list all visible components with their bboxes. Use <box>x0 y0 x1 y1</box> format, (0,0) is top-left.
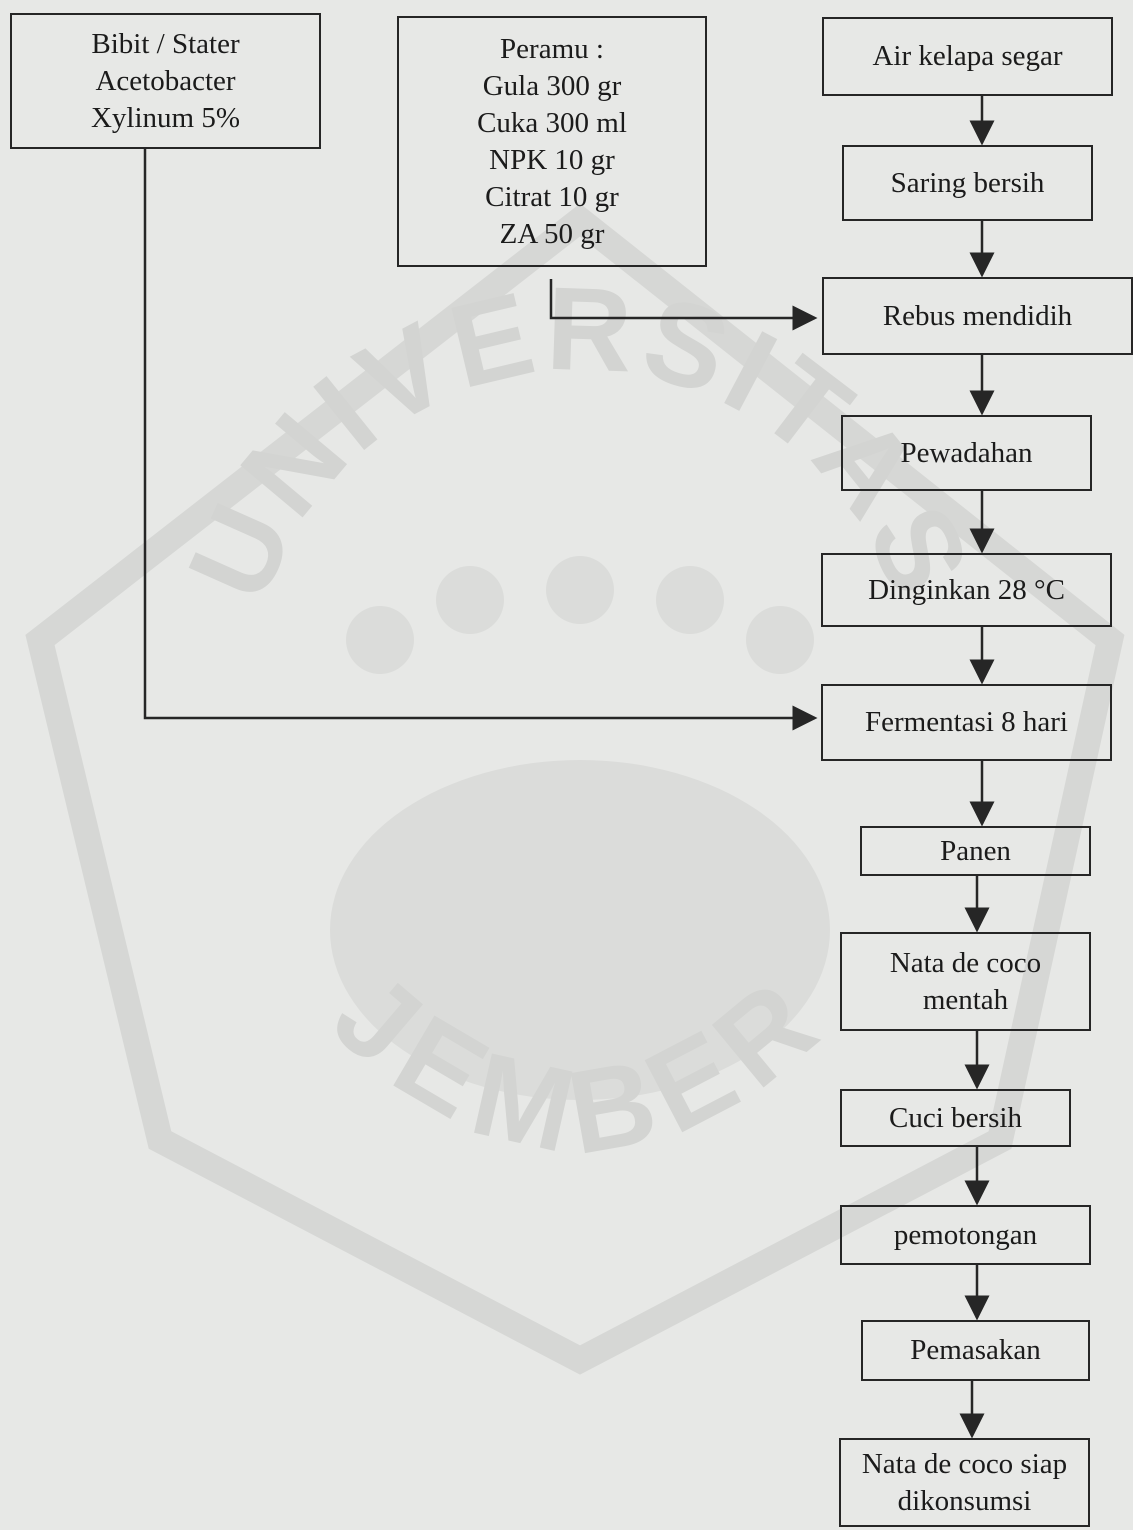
step-label: pemotongan <box>893 1218 1038 1251</box>
step-air-kelapa-segar: Air kelapa segar <box>822 17 1113 96</box>
step-label-line-1: Nata de coco <box>889 946 1042 979</box>
ingredients-line-5: Citrat 10 gr <box>485 180 619 213</box>
step-label: Rebus mendidih <box>882 299 1073 332</box>
step-panen: Panen <box>860 826 1091 876</box>
step-pemasakan: Pemasakan <box>861 1320 1090 1381</box>
step-fermentasi: Fermentasi 8 hari <box>821 684 1112 761</box>
ingredients-line-2: Gula 300 gr <box>482 69 622 102</box>
step-label: Pemasakan <box>910 1334 1041 1366</box>
step-label-line-2: dikonsumsi <box>897 1484 1032 1517</box>
ingredients-line-3: Cuka 300 ml <box>477 106 627 139</box>
step-saring-bersih: Saring bersih <box>842 145 1093 221</box>
step-nata-mentah: Nata de coco mentah <box>840 932 1091 1031</box>
starter-line-1: Bibit / Stater <box>91 27 240 60</box>
step-cuci-bersih: Cuci bersih <box>840 1089 1071 1147</box>
step-label: Panen <box>940 834 1011 867</box>
ingredients-box: Peramu : Gula 300 gr Cuka 300 ml NPK 10 … <box>397 16 707 267</box>
step-dinginkan: Dinginkan 28 °C <box>821 553 1112 627</box>
ingredients-line-1: Peramu : <box>500 32 604 65</box>
step-label: Air kelapa segar <box>872 40 1063 72</box>
step-label: Cuci bersih <box>889 1101 1022 1134</box>
step-pewadahan: Pewadahan <box>841 415 1092 491</box>
step-label-line-2: mentah <box>922 983 1009 1016</box>
step-label-line-1: Nata de coco siap <box>861 1447 1068 1480</box>
step-label: Pewadahan <box>900 436 1033 469</box>
ingredients-line-6: ZA 50 gr <box>499 217 605 250</box>
step-label: Fermentasi 8 hari <box>865 706 1068 738</box>
step-rebus-mendidih: Rebus mendidih <box>822 277 1133 355</box>
arrow-ingredients-to-rebus <box>549 279 818 331</box>
starter-box: Bibit / Stater Acetobacter Xylinum 5% <box>10 13 321 149</box>
step-nata-siap: Nata de coco siap dikonsumsi <box>839 1438 1090 1527</box>
step-label: Saring bersih <box>890 166 1045 199</box>
step-pemotongan: pemotongan <box>840 1205 1091 1265</box>
arrow-starter-to-fermentasi <box>143 149 818 731</box>
ingredients-line-4: NPK 10 gr <box>489 143 615 176</box>
starter-line-2: Acetobacter <box>95 64 236 97</box>
starter-line-3: Xylinum 5% <box>90 101 241 134</box>
step-label: Dinginkan 28 °C <box>868 573 1065 606</box>
